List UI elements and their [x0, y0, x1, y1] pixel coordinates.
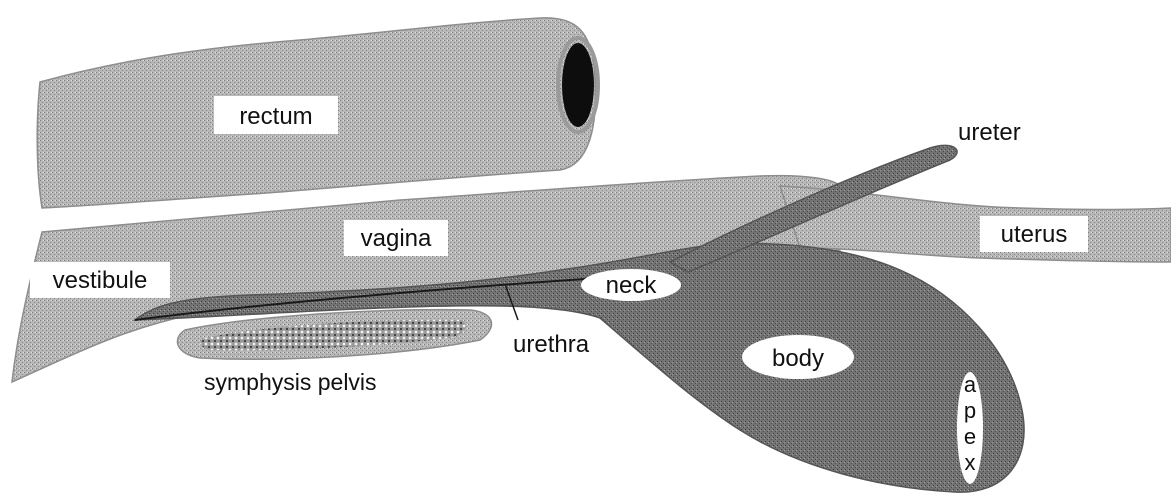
label-uterus-text: uterus: [1001, 221, 1068, 248]
label-rectum: rectum: [214, 96, 338, 134]
label-ureter-text: ureter: [958, 119, 1021, 146]
label-uterus: uterus: [980, 216, 1088, 252]
label-symphysis-pelvis: symphysis pelvis: [204, 369, 377, 395]
label-symphysis-pelvis-text: symphysis pelvis: [204, 369, 377, 395]
label-vestibule: vestibule: [30, 262, 170, 298]
label-urethra-text: urethra: [513, 331, 590, 358]
label-apex-letter: e: [964, 424, 976, 449]
label-body: body: [742, 335, 854, 379]
label-apex: a p e x: [957, 372, 983, 484]
label-vagina: vagina: [344, 220, 448, 256]
label-body-text: body: [772, 345, 824, 372]
label-neck-text: neck: [606, 272, 658, 299]
rectum-lumen: [562, 43, 594, 127]
label-vagina-text: vagina: [361, 225, 432, 252]
label-rectum-text: rectum: [239, 103, 312, 130]
label-apex-letter: p: [964, 398, 976, 423]
label-neck: neck: [581, 269, 681, 301]
symphysis-pelvis: [177, 310, 491, 360]
label-vestibule-text: vestibule: [53, 267, 148, 294]
label-apex-letter: x: [965, 450, 976, 475]
label-apex-letter: a: [964, 372, 977, 397]
label-urethra: urethra: [513, 331, 590, 358]
label-ureter: ureter: [958, 119, 1021, 146]
